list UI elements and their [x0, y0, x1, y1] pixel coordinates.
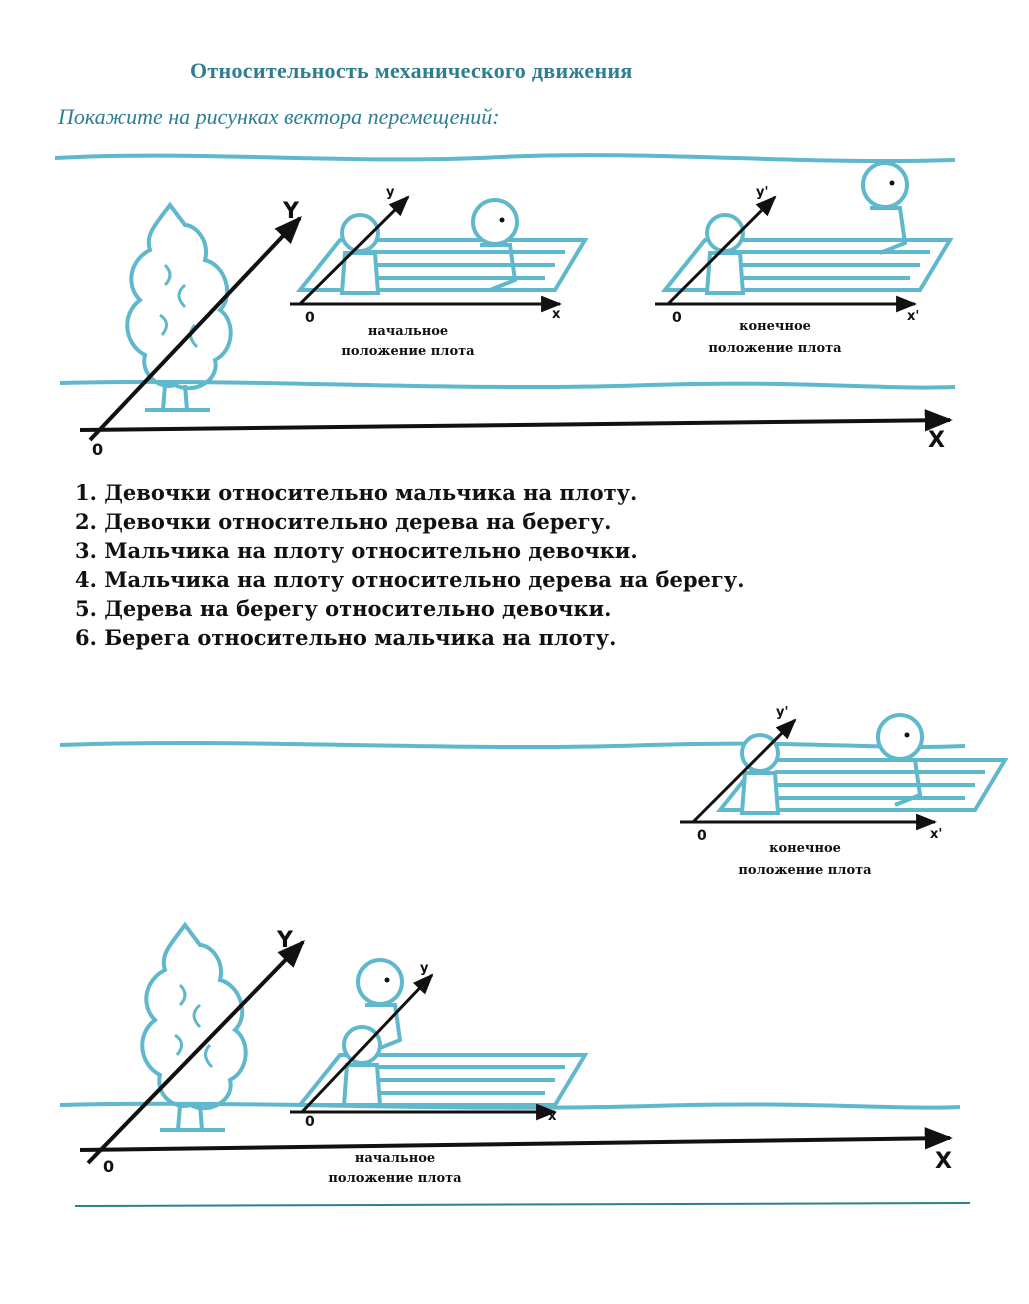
- diagram-3: 0 X Y 0 x y начальное положение плота: [59, 923, 971, 1207]
- boy-icon: [705, 213, 745, 295]
- water-line: [59, 1101, 961, 1110]
- task-item: 6. Берега относительно мальчика на плоту…: [75, 625, 617, 650]
- diagram-2: 0 x' y' конечное положение плота: [59, 705, 1007, 878]
- y-axis-label: Y: [282, 199, 300, 224]
- diagram-1: 0 X Y 0 x y начальное положение плота 0 …: [54, 153, 956, 459]
- x-label: x: [552, 307, 561, 322]
- y-label: y: [420, 961, 429, 976]
- y-axis: [88, 215, 302, 442]
- raft-start: 0 x y начальное положение плота: [290, 185, 587, 359]
- instruction: Покажите на рисунках вектора перемещений…: [58, 104, 500, 129]
- x-label: x: [548, 1109, 557, 1124]
- task-item: 5. Дерева на берегу относительно девочки…: [75, 596, 612, 621]
- x-axis-label: X: [935, 1149, 952, 1174]
- x-axis-label: X: [928, 428, 945, 453]
- boy-icon: [740, 733, 780, 815]
- caption: конечное: [769, 841, 841, 856]
- origin-label: 0: [305, 1114, 315, 1130]
- water-line: [59, 379, 956, 390]
- origin-label: 0: [103, 1157, 114, 1176]
- y-axis-label: Y: [276, 928, 294, 953]
- y-label: y': [756, 185, 768, 200]
- boy-icon: [340, 213, 380, 295]
- x-axis: [79, 1127, 953, 1152]
- caption: положение плота: [708, 341, 842, 356]
- x-axis: [79, 409, 953, 432]
- task-list: 1. Девочки относительно мальчика на плот…: [75, 478, 745, 652]
- task-item: 2. Девочки относительно дерева на берегу…: [75, 509, 612, 534]
- caption: конечное: [739, 319, 811, 334]
- water-line: [54, 153, 956, 164]
- caption: положение плота: [738, 863, 872, 878]
- origin-label: 0: [672, 310, 682, 326]
- origin-label: 0: [305, 310, 315, 326]
- origin-label: 0: [697, 828, 707, 844]
- y-axis: [86, 939, 305, 1165]
- caption: положение плота: [328, 1171, 462, 1186]
- page-title: Относительность механического движения: [190, 58, 633, 83]
- x-label: x': [930, 827, 942, 842]
- task-item: 3. Мальчика на плоту относительно девочк…: [75, 538, 638, 563]
- raft-end: 0 x' y' конечное положение плота: [655, 161, 952, 356]
- divider: [74, 1202, 971, 1207]
- origin-label: 0: [92, 440, 103, 459]
- water-line: [59, 740, 966, 750]
- task-item: 1. Девочки относительно мальчика на плот…: [75, 480, 638, 505]
- x-label: x': [907, 309, 919, 324]
- y-label: y': [776, 705, 788, 720]
- caption: положение плота: [341, 344, 475, 359]
- task-item: 4. Мальчика на плоту относительно дерева…: [75, 567, 745, 592]
- y-label: y: [386, 185, 395, 200]
- caption: начальное: [355, 1151, 435, 1166]
- tree-icon: [140, 923, 248, 1132]
- boy-icon: [342, 1025, 382, 1107]
- caption: начальное: [368, 324, 448, 339]
